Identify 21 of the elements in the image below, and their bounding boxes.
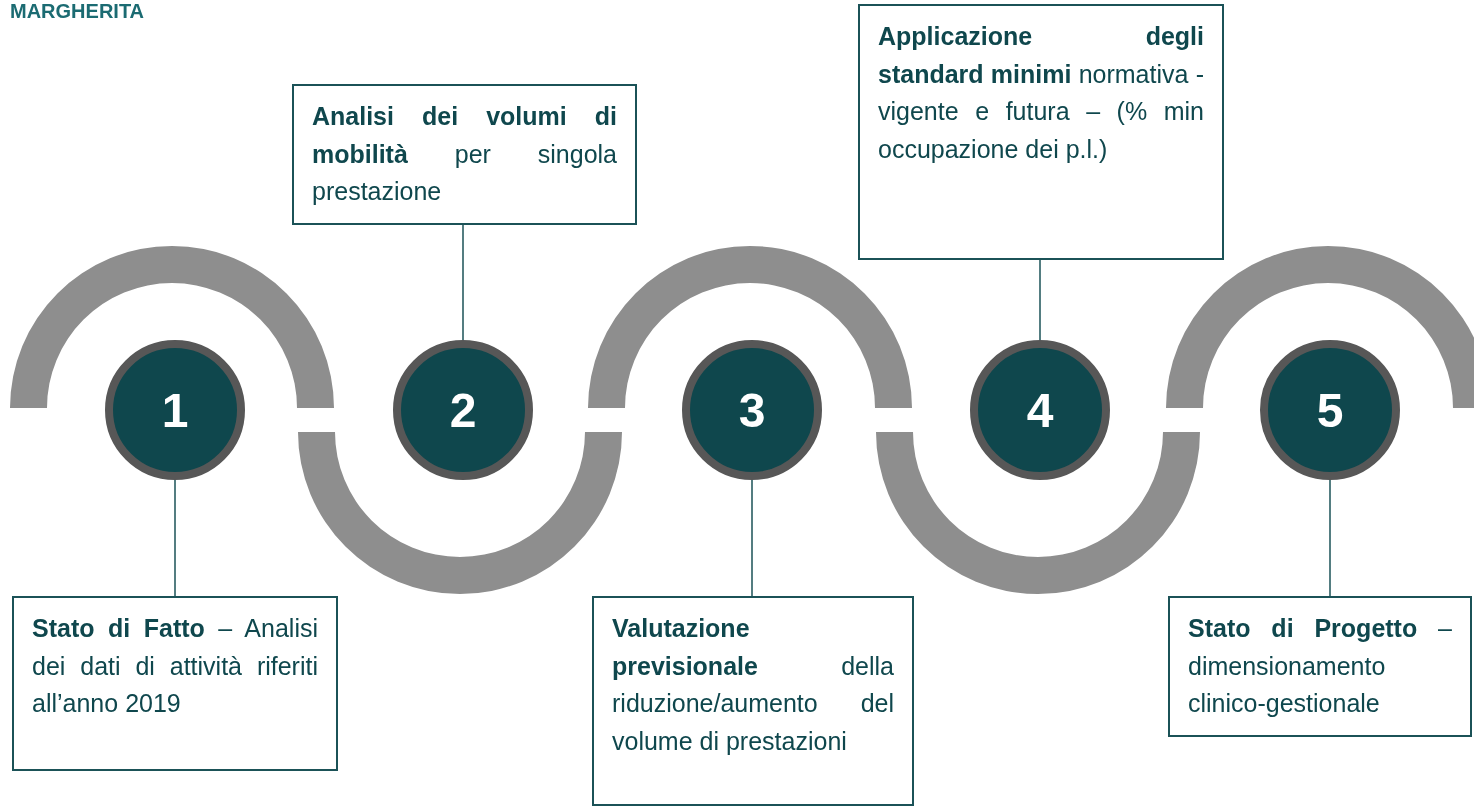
description-box — [592, 596, 914, 806]
description-box — [12, 596, 338, 771]
leader-line — [1329, 479, 1331, 597]
step-number: 4 — [1026, 382, 1054, 438]
description-text: Stato di Progetto – dimensionamento clinico-gestionale — [1188, 613, 1452, 719]
description-text: Stato di Fatto – Analisi dei dati di attività riferiti all’anno 2019 — [32, 613, 318, 719]
step-number: 2 — [449, 382, 477, 438]
step-number: 3 — [738, 382, 766, 438]
leader-line — [1039, 259, 1041, 341]
heading: MARGHERITA — [10, 0, 145, 23]
description-box — [858, 4, 1224, 260]
leader-line — [751, 479, 753, 597]
leader-line — [462, 223, 464, 341]
leader-line — [174, 479, 176, 597]
step-number: 1 — [161, 382, 189, 438]
step-number: 5 — [1316, 382, 1344, 438]
description-text: Valutazione previsionale della riduzione/aumento del volume di prestazioni — [612, 613, 894, 757]
description-text: Analisi dei volumi di mobilità per singola prestazione — [312, 101, 617, 207]
description-box — [1168, 596, 1472, 737]
description-box — [292, 84, 637, 225]
description-text: Applicazione degli standard minimi normativa - vigente e futura – (% min occupazione dei p.l.) — [878, 21, 1204, 165]
